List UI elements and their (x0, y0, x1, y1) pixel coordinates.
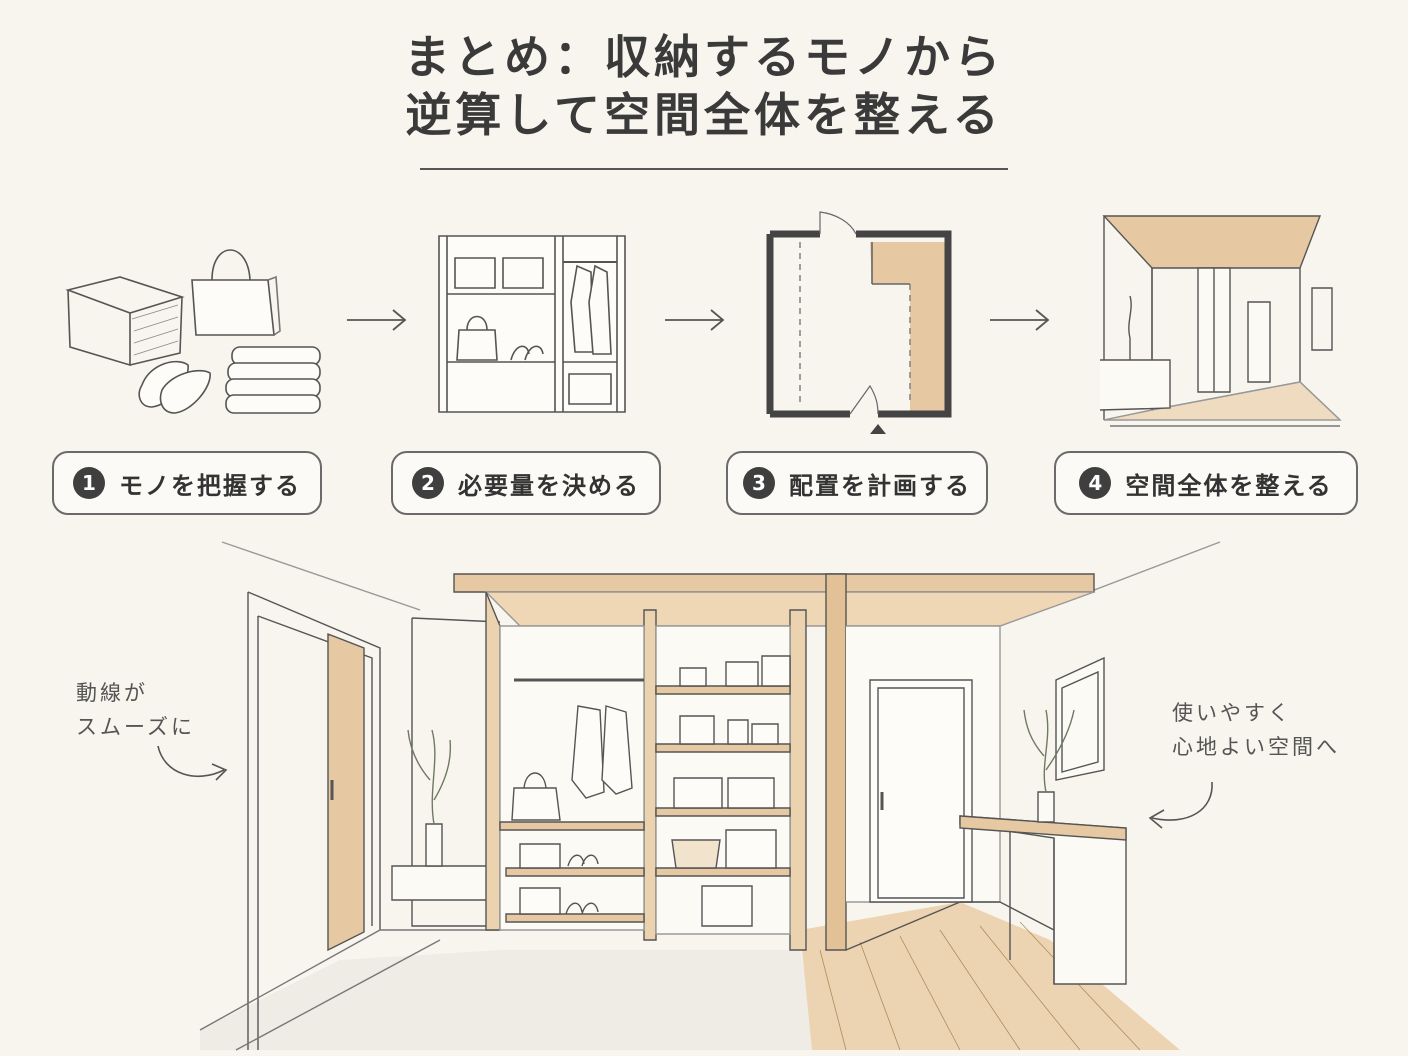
step-3-number: 3 (743, 467, 775, 499)
tote-bag-icon (192, 250, 280, 335)
step-2-label: 必要量を決める (458, 471, 640, 500)
step3-illustration (760, 208, 960, 434)
note-left-line-1: 動線が (76, 681, 148, 705)
curved-arrow-icon-left (150, 740, 240, 790)
curved-arrow-icon-right (1142, 776, 1222, 836)
step2-illustration (435, 232, 631, 422)
shoes-icon (139, 362, 210, 413)
arrow-icon-3 (988, 308, 1052, 332)
note-left-line-2: スムーズに (76, 715, 195, 739)
storage-box-icon (68, 277, 182, 365)
folded-clothes-icon (226, 347, 320, 413)
step-4-card: 4 空間全体を整える (1054, 451, 1358, 515)
page-title: まとめ：収納するモノから 逆算して空間全体を整える (0, 28, 1408, 144)
title-line-2: 逆算して空間全体を整える (405, 88, 1003, 142)
arrow-icon-1 (345, 308, 409, 332)
step1-illustration (60, 235, 330, 420)
step-3-label: 配置を計画する (789, 471, 971, 500)
step-2-card: 2 必要量を決める (391, 451, 661, 515)
step-1-label: モノを把握する (119, 471, 301, 500)
step-1-card: 1 モノを把握する (52, 451, 322, 515)
step-3-card: 3 配置を計画する (726, 451, 988, 515)
step-4-label: 空間全体を整える (1125, 471, 1333, 500)
arrow-icon-2 (663, 308, 727, 332)
step4-illustration (1090, 210, 1350, 420)
step-1-number: 1 (73, 467, 105, 499)
note-right-line-1: 使いやすく (1172, 701, 1292, 725)
step-2-number: 2 (412, 467, 444, 499)
entryway-illustration (0, 530, 1408, 1056)
step-4-number: 4 (1079, 467, 1112, 499)
title-line-1: まとめ：収納するモノから (404, 30, 1004, 84)
title-underline (420, 168, 1008, 170)
note-right-line-2: 心地よい空間へ (1172, 735, 1340, 759)
note-left: 動線が スムーズに (76, 676, 195, 744)
note-right: 使いやすく 心地よい空間へ (1172, 696, 1340, 764)
